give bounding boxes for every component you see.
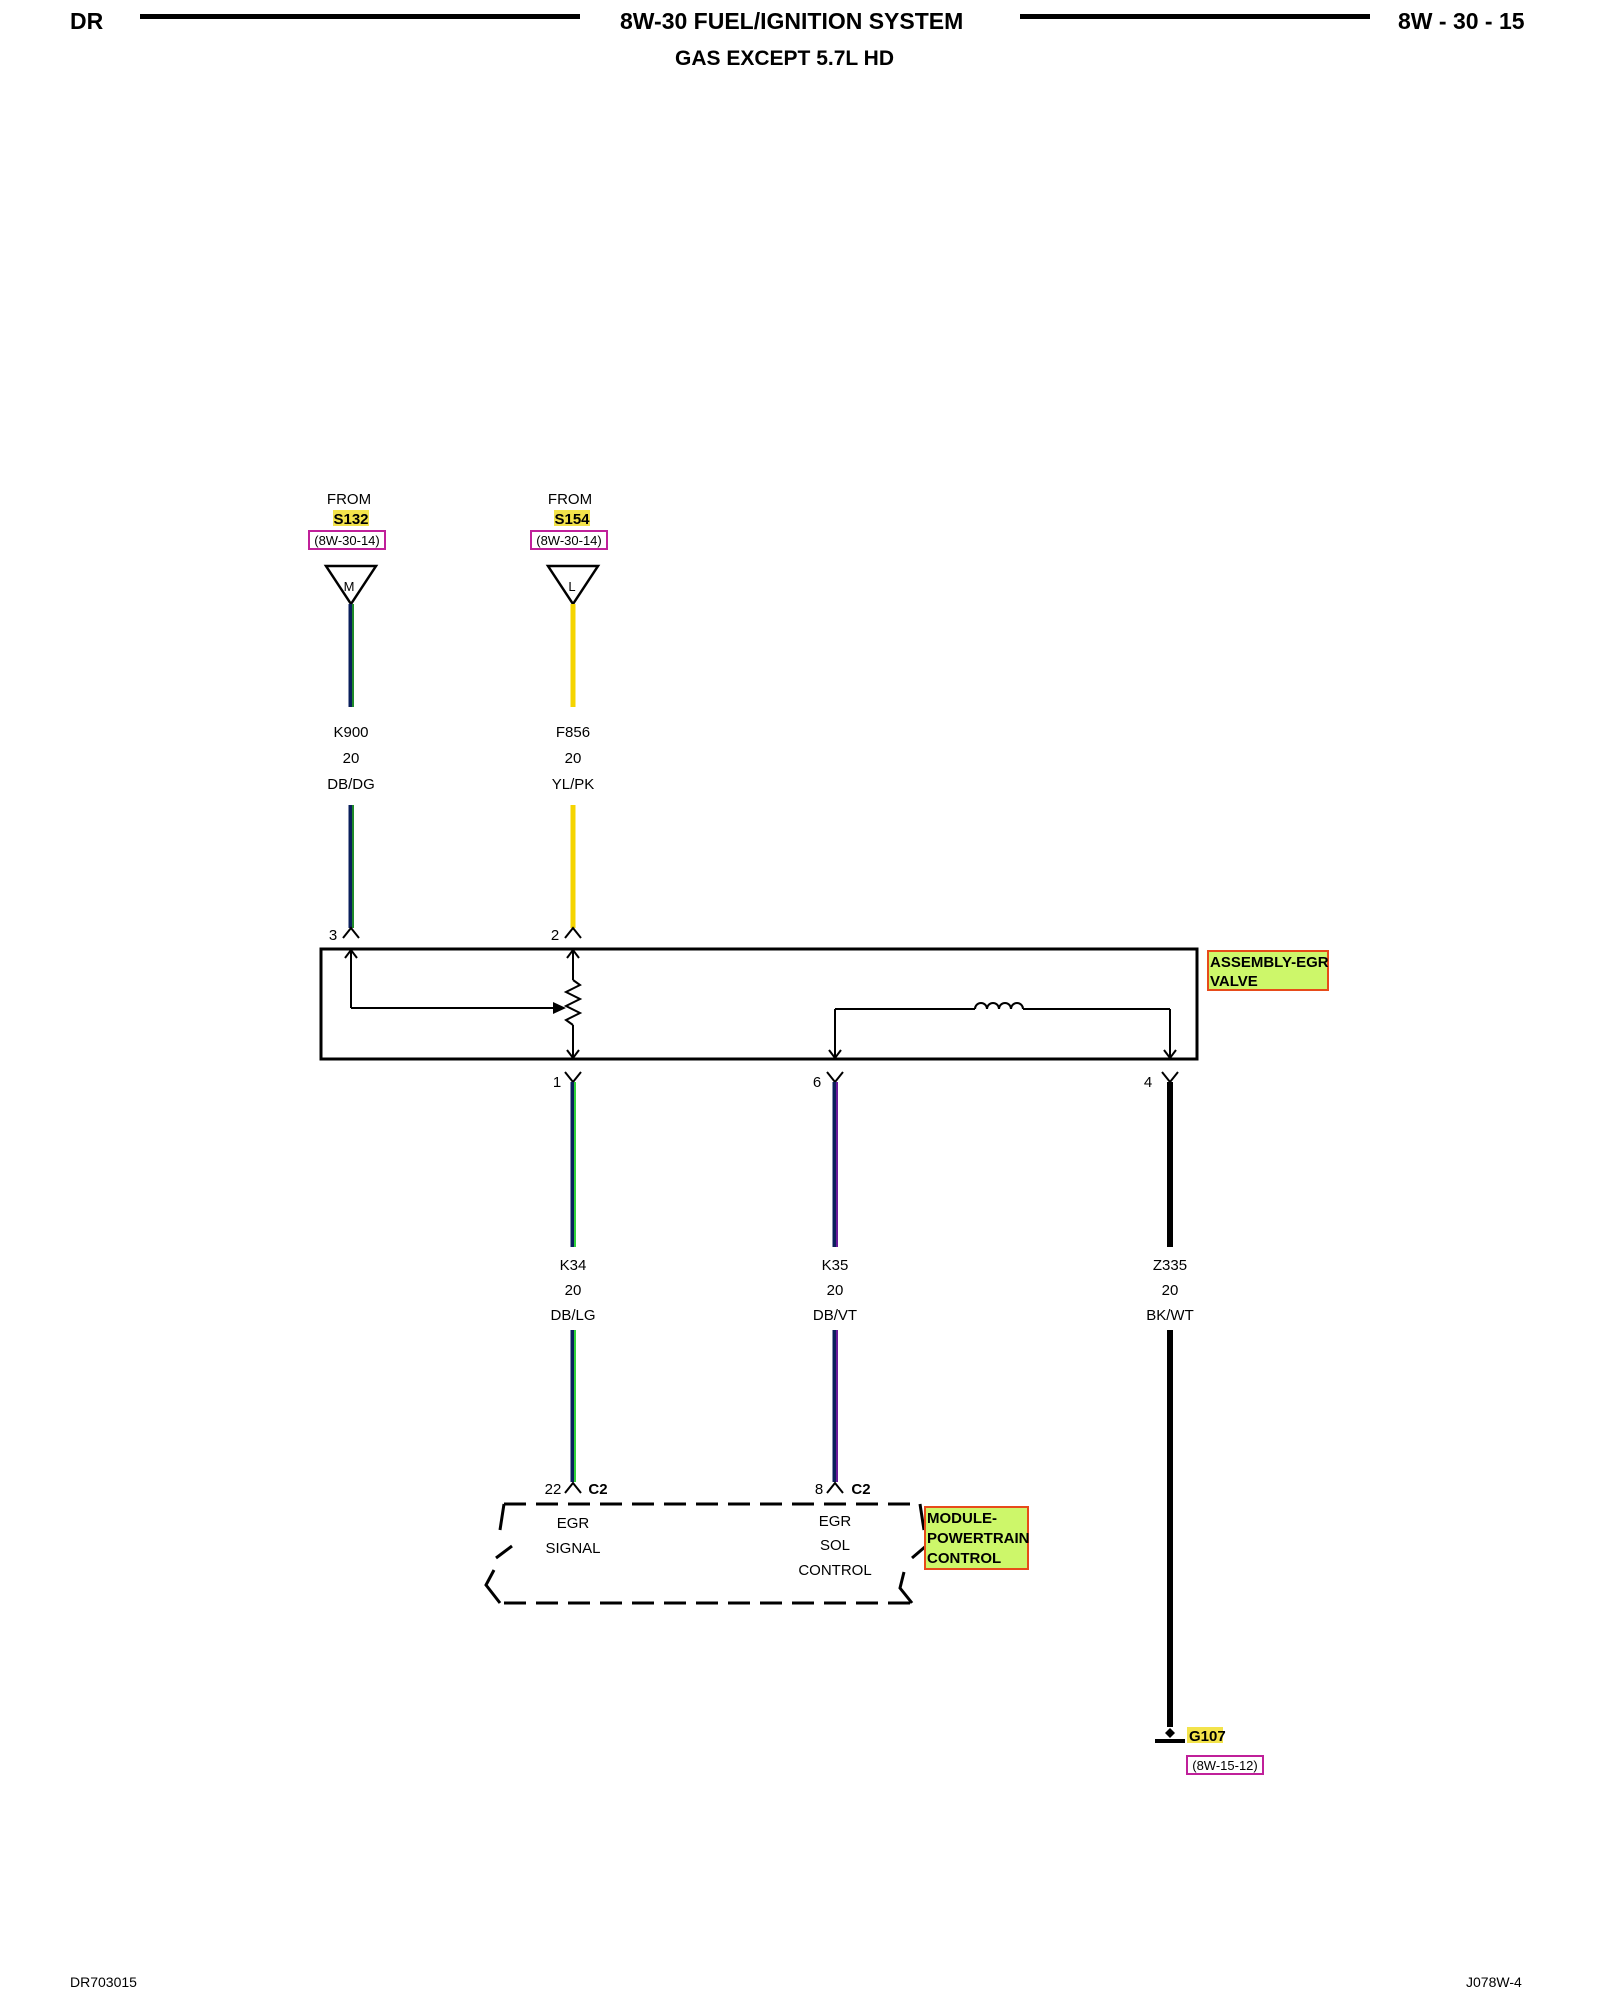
wire-gauge: 20 — [827, 1282, 844, 1299]
component-label-line1[interactable]: MODULE- — [927, 1510, 997, 1527]
from-label: FROM — [327, 491, 371, 508]
from-label: FROM — [548, 491, 592, 508]
component-label-box[interactable] — [1207, 950, 1329, 991]
ground-label-bg — [1187, 1727, 1223, 1743]
connector-id: C2 — [851, 1481, 870, 1498]
wire-f856: F856 20 YL/PK — [552, 604, 595, 928]
splice-label: S154 — [554, 511, 590, 528]
source-s154: FROM S154 (8W-30-14) L — [530, 491, 608, 607]
component-label-line1[interactable]: ASSEMBLY-EGR — [1210, 954, 1329, 971]
pin-chevron-icon — [826, 1071, 844, 1084]
wire-z335: Z335 20 BK/WT — [1146, 1082, 1194, 1727]
wiper-arrow-icon — [553, 1002, 566, 1014]
arrow-icon — [828, 1049, 842, 1060]
pin-function-line1: EGR — [819, 1513, 852, 1530]
page-ref[interactable]: (8W-15-12) — [1192, 1758, 1258, 1773]
page-subtitle: GAS EXCEPT 5.7L HD — [675, 47, 895, 70]
pin-number: 3 — [329, 927, 337, 944]
splice-label: S132 — [333, 511, 368, 528]
pin-chevron-icon — [1161, 1071, 1179, 1084]
page-ref[interactable]: (8W-30-14) — [536, 533, 602, 548]
wire-gauge: 20 — [343, 750, 360, 767]
connector-id: C2 — [588, 1481, 607, 1498]
break-mark — [898, 1571, 914, 1604]
arrow-icon — [566, 1049, 580, 1060]
splice-pin: L — [568, 579, 575, 594]
wire-color: DB/DG — [327, 776, 375, 793]
wire-gauge: 20 — [565, 1282, 582, 1299]
egr-valve-assembly: ASSEMBLY-EGR VALVE — [319, 947, 1329, 1061]
page-ref-box[interactable] — [530, 530, 608, 550]
pin-chevron-icon — [342, 926, 360, 939]
pin-chevron-icon — [826, 1481, 844, 1494]
wire-k35: K35 20 DB/VT — [813, 1082, 857, 1482]
wire-k34: K34 20 DB/LG — [550, 1082, 596, 1482]
page-number: 8W - 30 - 15 — [1398, 8, 1525, 34]
wire-gauge: 20 — [565, 750, 582, 767]
pin-chevron-icon — [564, 1481, 582, 1494]
component-label-line2[interactable]: POWERTRAIN — [927, 1530, 1030, 1547]
page-title: 8W-30 FUEL/IGNITION SYSTEM — [620, 8, 964, 34]
page-ref-box[interactable] — [308, 530, 386, 550]
break-mark — [495, 1544, 513, 1560]
wire-gauge: 20 — [1162, 1282, 1179, 1299]
wire-color: DB/VT — [813, 1307, 857, 1324]
wire-k900: K900 20 DB/DG — [327, 604, 375, 928]
splice-label-bg — [554, 510, 590, 526]
splice-pin: M — [344, 579, 355, 594]
wire-color: YL/PK — [552, 776, 595, 793]
wire-circuit: Z335 — [1153, 1257, 1187, 1274]
pin-function-line1: EGR — [557, 1515, 590, 1532]
component-label-line3[interactable]: CONTROL — [927, 1550, 1001, 1567]
footer-right: J078W-4 — [1466, 1974, 1522, 1990]
wire-color: BK/WT — [1146, 1307, 1194, 1324]
pin-function-line2: SOL — [820, 1537, 850, 1554]
splice-triangle-icon — [323, 564, 379, 607]
wire-circuit: K900 — [333, 724, 368, 741]
ground-node-icon — [1165, 1728, 1175, 1738]
arrow-icon — [566, 948, 580, 959]
ground-g107: G107 (8W-15-12) — [1155, 1727, 1264, 1775]
pin-number: 1 — [553, 1074, 561, 1091]
pin-number: 6 — [813, 1074, 821, 1091]
footer-left: DR703015 — [70, 1974, 137, 1990]
break-mark — [498, 1503, 506, 1531]
page-ref[interactable]: (8W-30-14) — [314, 533, 380, 548]
potentiometer-icon — [563, 979, 583, 1026]
component-label-line2[interactable]: VALVE — [1210, 973, 1258, 990]
pcm-module: 22 C2 8 C2 EGR SIGNAL EGR SOL CONTROL MO… — [484, 1481, 1030, 1605]
break-mark — [918, 1503, 926, 1531]
pin-number: 22 — [545, 1481, 562, 1498]
pin-function-line2: SIGNAL — [545, 1540, 600, 1557]
component-label-box[interactable] — [924, 1506, 1029, 1570]
header-left: DR — [70, 8, 104, 34]
ground-label: G107 — [1189, 1728, 1226, 1745]
wire-circuit: F856 — [556, 724, 590, 741]
pin-number: 2 — [551, 927, 559, 944]
wire-circuit: K34 — [560, 1257, 587, 1274]
splice-label-bg — [333, 510, 369, 526]
splice-triangle-icon — [545, 564, 601, 607]
solenoid-coil-icon — [974, 1002, 1024, 1010]
egr-bottom-pins: 1 6 4 — [553, 1071, 1179, 1091]
component-outline — [319, 947, 1199, 1061]
pin-number: 4 — [1144, 1074, 1152, 1091]
pin-chevron-icon — [564, 1071, 582, 1084]
header-rule-left — [140, 14, 580, 19]
arrow-icon — [344, 948, 358, 959]
break-mark — [911, 1544, 927, 1560]
wire-circuit: K35 — [822, 1257, 849, 1274]
pin-chevron-icon — [564, 926, 582, 939]
header-rule-right — [1020, 14, 1370, 19]
egr-top-pins: 3 2 — [329, 926, 582, 944]
page-ref-box[interactable] — [1186, 1755, 1264, 1775]
break-mark — [484, 1569, 502, 1604]
arrow-icon — [1163, 1049, 1177, 1060]
wire-color: DB/LG — [550, 1307, 595, 1324]
pin-function-line3: CONTROL — [798, 1562, 871, 1579]
source-s132: FROM S132 (8W-30-14) M — [308, 491, 386, 607]
pin-number: 8 — [815, 1481, 823, 1498]
